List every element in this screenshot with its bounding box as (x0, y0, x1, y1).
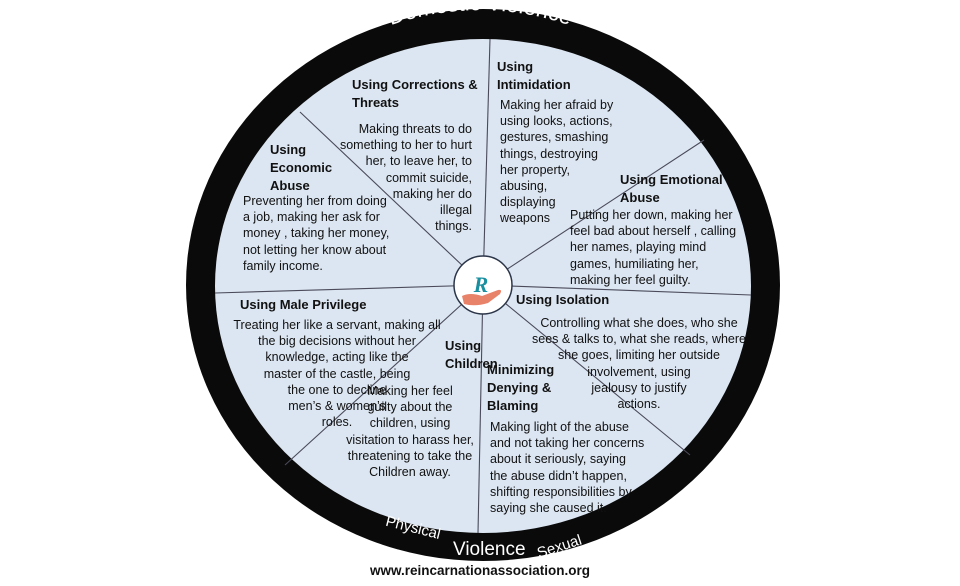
title-line: Using Emotional (620, 172, 723, 187)
description-line: feel bad about herself , calling (570, 224, 737, 239)
description-line: things, destroying (500, 146, 598, 161)
privilege-description: Treating her like a servant, making all t… (228, 317, 446, 430)
description-line: knowledge, acting like the (265, 350, 409, 365)
description-line: the abuse didn’t happen, (490, 468, 627, 483)
title-line: Blaming (487, 398, 539, 413)
description-line: men’s & women’s (288, 399, 386, 414)
description-line: a job, making her ask for (243, 210, 380, 225)
description-line: games, humiliating her, (570, 256, 699, 271)
description-line: master of the castle, being (263, 366, 411, 381)
title-line: Using (270, 142, 307, 157)
spokes (214, 38, 752, 534)
description-line: Making her afraid by (500, 98, 614, 112)
description-line: Controlling what she does, who she (540, 316, 738, 330)
description-line: involvement, using (587, 364, 691, 379)
spoke (482, 139, 705, 286)
title-line: Using (497, 59, 534, 74)
title-line: Abuse (270, 178, 310, 193)
hand-with-r-logo-icon: R (462, 272, 502, 306)
privilege-title: Using Male Privilege (240, 296, 366, 314)
title-line: Using Isolation (516, 292, 610, 307)
isolation-title: Using Isolation (516, 291, 609, 309)
economic-description: Preventing her from doing a job, making h… (243, 193, 389, 274)
spoke (482, 38, 491, 286)
description-line: things. (435, 219, 472, 234)
emotional-description: Putting her down, making her feel bad abo… (570, 207, 736, 288)
description-line: Preventing her from doing (243, 194, 387, 208)
description-line: something to her to hurt (339, 138, 472, 153)
description-line: and not taking her concerns (490, 436, 645, 451)
title-line: Abuse (620, 190, 660, 205)
description-line: family income. (243, 258, 323, 273)
description-line: Making her feel (367, 384, 453, 398)
title-line: Threats (352, 95, 399, 110)
description-line: displaying (500, 195, 556, 210)
title-line: Economic (270, 160, 333, 175)
spoke (482, 284, 691, 456)
description-line: Children away. (369, 465, 451, 480)
title-line: Intimidation (497, 77, 571, 92)
spoke (482, 284, 752, 296)
description-line: sees & talks to, what she reads, where (532, 332, 746, 347)
description-line: illegal (440, 203, 472, 218)
description-line: guilty about the (367, 400, 453, 415)
description-line: her property, (500, 162, 570, 177)
description-line: her names, playing mind (570, 240, 707, 255)
description-line: money , taking her money, (243, 226, 390, 241)
description-line: weapons (500, 211, 551, 226)
spoke (214, 284, 484, 294)
description-line: roles. (321, 415, 353, 430)
isolation-description: Controlling what she does, who she sees &… (530, 315, 748, 412)
description-line: abusing, (500, 179, 548, 194)
description-line: about it seriously, saying (490, 452, 626, 467)
description-line: saying she caused it. (490, 501, 607, 516)
description-line: not letting her know about (243, 242, 387, 257)
description-line: threatening to take the (347, 448, 473, 463)
description-line: using looks, actions, (500, 114, 613, 129)
description-line: making her do (392, 186, 472, 201)
description-line: the big decisions without her (258, 334, 416, 349)
minimizing-description: Making light of the abuse and not taking … (490, 419, 644, 516)
description-line: gestures, smashing (500, 130, 609, 145)
description-line: her, to leave her, to (365, 154, 472, 169)
spoke (284, 284, 484, 466)
description-line: shifting responsibilities by (490, 484, 632, 499)
description-line: visitation to harass her, (346, 432, 474, 447)
title-line: Minimizing (487, 362, 555, 377)
description-line: the one to decline (287, 382, 387, 397)
description-line: she goes, limiting her outside (558, 348, 720, 363)
description-line: Treating her like a servant, making all (233, 318, 441, 332)
footer-website: www.reincarnationassociation.org (369, 563, 591, 578)
description-line: actions. (617, 397, 661, 412)
description-line: children, using (369, 416, 451, 431)
svg-text:R: R (473, 272, 489, 297)
description-line: Putting her down, making her (570, 208, 733, 222)
title-line: Using (445, 338, 482, 353)
title-line: Using Corrections & (352, 77, 478, 92)
title-line: Using Male Privilege (240, 297, 367, 312)
description-line: Making light of the abuse (490, 420, 629, 434)
corrections-title: Using Corrections & Threats (352, 76, 478, 112)
title-line: Denying & (487, 380, 552, 395)
title-line: Children (445, 356, 498, 371)
spoke (477, 284, 484, 534)
description-line: Making threats to do (358, 122, 472, 136)
intimidation-description: Making her afraid by using looks, actions… (500, 97, 613, 227)
description-line: making her feel guilty. (570, 272, 691, 287)
description-line: jealousy to justify (591, 380, 687, 395)
description-line: commit suicide, (385, 170, 472, 185)
ring-label-violence: Violence (453, 539, 526, 560)
corrections-description: Making threats to do something to her to … (300, 121, 472, 234)
spoke (299, 111, 484, 286)
